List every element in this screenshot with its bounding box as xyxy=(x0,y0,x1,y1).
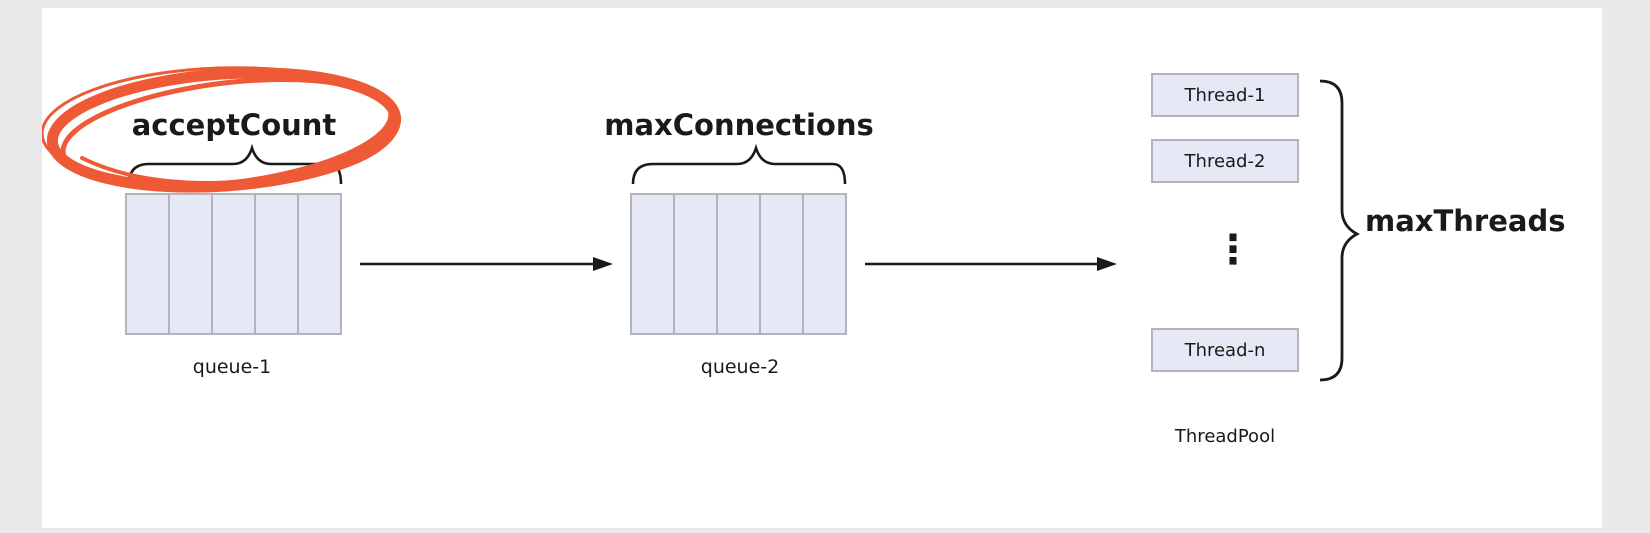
threadpool-caption: ThreadPool xyxy=(1174,426,1276,447)
queue-2-caption: queue-2 xyxy=(700,356,780,378)
thread-1-box: Thread-1 xyxy=(1151,73,1299,117)
arrow-queue2-to-threadpool xyxy=(865,257,1117,271)
queue-2-slot xyxy=(802,193,847,335)
queue-2-slot xyxy=(759,193,804,335)
queue-1-slot xyxy=(254,193,299,335)
maxthreads-brace xyxy=(1319,79,1360,382)
queue-1-slot xyxy=(168,193,213,335)
accept-count-label: acceptCount xyxy=(131,108,337,142)
queue-1-slots xyxy=(125,193,342,335)
queue-1-caption: queue-1 xyxy=(192,356,272,378)
max-connections-label: maxConnections xyxy=(604,108,874,142)
queue-2-slot xyxy=(716,193,761,335)
queue-2-slot xyxy=(673,193,718,335)
queue-1-slot xyxy=(297,193,342,335)
arrow-queue1-to-queue2 xyxy=(360,257,613,271)
queue-1-slot xyxy=(125,193,170,335)
queue-1-slot xyxy=(211,193,256,335)
thread-n-box: Thread-n xyxy=(1151,328,1299,372)
queue-2-slots xyxy=(630,193,847,335)
highlight-scribble xyxy=(42,66,402,193)
queue-2-slot xyxy=(630,193,675,335)
queue-2-brace xyxy=(631,143,847,185)
diagram-graphics xyxy=(42,66,1360,382)
diagram-canvas: acceptCount maxConnections queue-1 queue… xyxy=(42,8,1602,528)
max-threads-label: maxThreads xyxy=(1365,204,1566,238)
thread-2-box: Thread-2 xyxy=(1151,139,1299,183)
thread-ellipsis: ⋮ xyxy=(1213,227,1253,273)
